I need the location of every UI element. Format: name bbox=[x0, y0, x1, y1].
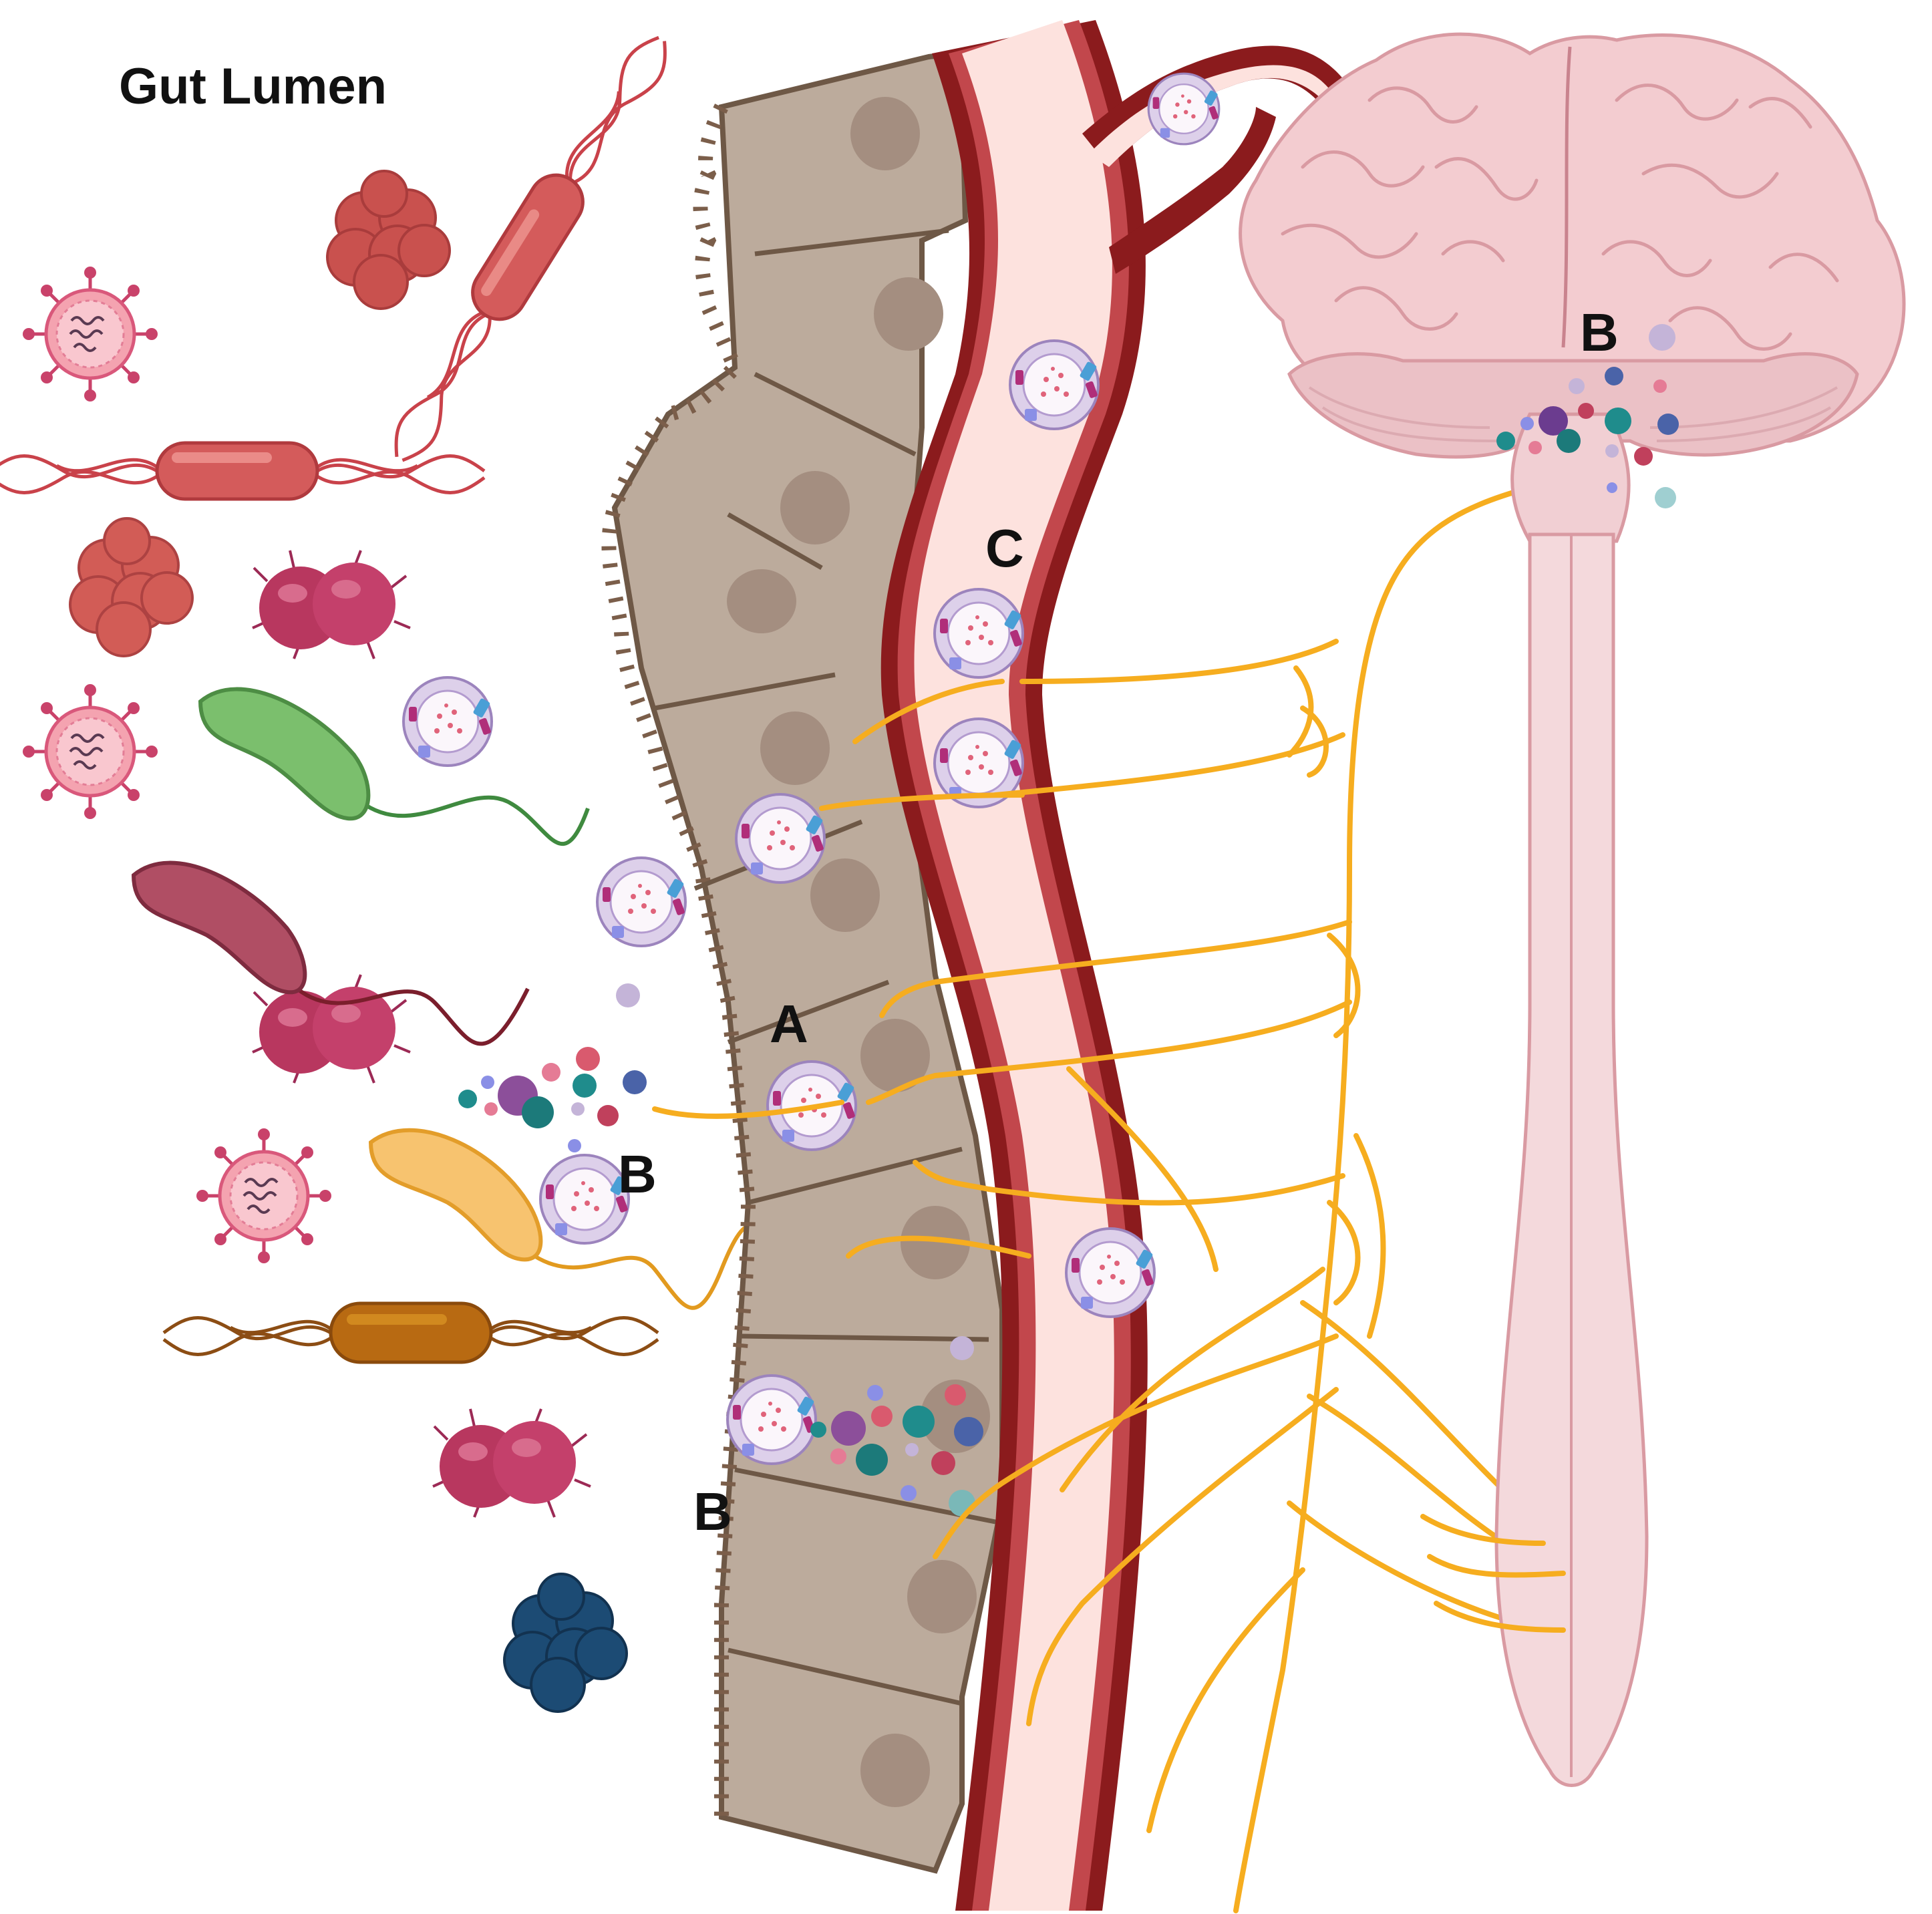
exosome-vessel-4-icon bbox=[1065, 1227, 1156, 1318]
label-b-brain: B bbox=[1580, 303, 1619, 362]
diplococcus-3-icon bbox=[432, 1408, 592, 1519]
gut-lumen-title: Gut Lumen bbox=[119, 58, 387, 115]
spinal-nerve-endings bbox=[1420, 1514, 1566, 1633]
virus-1-icon bbox=[23, 267, 158, 402]
exosome-epithelium-1-icon bbox=[735, 793, 826, 884]
epithelial-metabolites bbox=[810, 1336, 983, 1517]
exosome-lumen-1-icon bbox=[402, 676, 493, 767]
label-a: A bbox=[770, 994, 808, 1054]
exosome-epithelium-3-icon bbox=[726, 1374, 817, 1465]
exosome-lumen-2-icon bbox=[596, 856, 687, 947]
label-b-lumen: B bbox=[618, 1144, 657, 1204]
rod-bacterium-red-icon bbox=[0, 441, 484, 501]
brain bbox=[1239, 32, 1906, 543]
label-c: C bbox=[985, 518, 1024, 578]
intestinal-epithelium bbox=[601, 53, 1005, 1874]
coccus-cluster-mid-icon bbox=[69, 517, 194, 657]
rod-bacterium-brown-icon bbox=[164, 1301, 658, 1364]
gut-microbiota bbox=[0, 23, 770, 1713]
label-b-epithelium: B bbox=[693, 1482, 732, 1541]
exosome-vessel-top-icon bbox=[1147, 72, 1221, 146]
vibrio-bacterium-maroon-icon bbox=[131, 860, 530, 1046]
virus-3-icon bbox=[196, 1128, 331, 1263]
spinal-cord bbox=[1494, 532, 1649, 1787]
exosome-vessel-2-icon bbox=[933, 588, 1024, 679]
lumen-metabolites bbox=[458, 983, 647, 1152]
coccus-cluster-top-icon bbox=[326, 170, 451, 310]
coccus-cluster-blue-icon bbox=[503, 1573, 628, 1713]
exosome-vessel-1-icon bbox=[1009, 339, 1100, 430]
exosome-lumen-3-icon bbox=[539, 1154, 630, 1245]
diplococcus-1-icon bbox=[251, 549, 412, 660]
rod-bacterium-top-icon bbox=[374, 23, 681, 471]
virus-2-icon bbox=[23, 684, 158, 819]
brain-metabolites bbox=[1496, 324, 1679, 508]
vibrio-bacterium-green-icon bbox=[198, 687, 590, 846]
